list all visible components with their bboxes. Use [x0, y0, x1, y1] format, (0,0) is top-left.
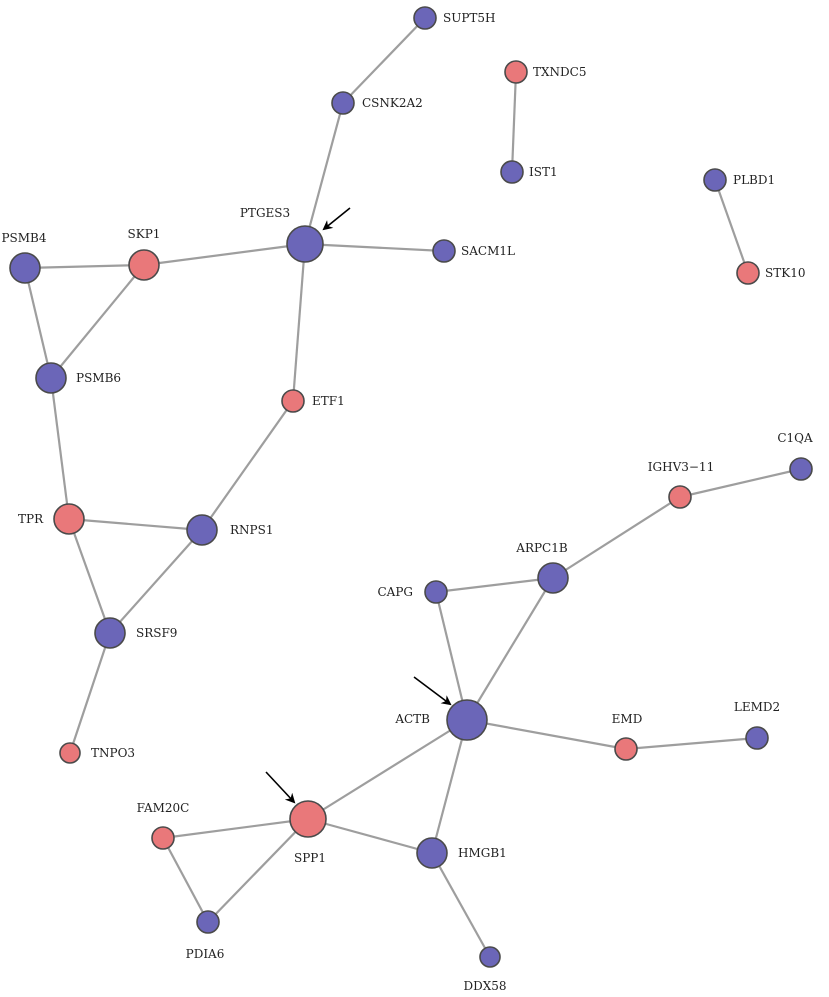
edge-actb-spp1	[307, 719, 468, 820]
node-label-actb: ACTB	[394, 712, 430, 726]
node-ist1[interactable]	[500, 160, 524, 184]
edge-spp1-pdia6	[207, 818, 309, 923]
node-etf1[interactable]	[281, 389, 305, 413]
node-psmb6[interactable]	[35, 362, 67, 394]
edge-psmb6-tpr	[49, 377, 71, 520]
node-label-skp1: SKP1	[128, 227, 161, 241]
node-ptges3[interactable]	[286, 225, 324, 263]
edge-srsf9-tnpo3	[68, 632, 112, 754]
node-stk10[interactable]	[736, 261, 760, 285]
node-tpr[interactable]	[53, 503, 85, 535]
arrows-layer	[265, 207, 452, 804]
arrow-spp1	[265, 771, 296, 804]
edge-skp1-psmb4	[24, 263, 145, 270]
nodes-layer	[9, 6, 813, 968]
edge-spp1-fam20c	[162, 817, 309, 840]
edge-actb-hmgb1	[430, 719, 469, 854]
node-label-ighv3-11: IGHV3−11	[648, 460, 714, 474]
edge-fam20c-pdia6	[162, 837, 209, 923]
node-label-pdia6: PDIA6	[186, 947, 225, 961]
node-label-capg: CAPG	[377, 585, 413, 599]
edge-capg-actb	[434, 591, 469, 721]
node-sacm1l[interactable]	[432, 239, 456, 263]
node-tnpo3[interactable]	[59, 742, 81, 764]
node-label-emd: EMD	[612, 712, 643, 726]
node-capg[interactable]	[424, 580, 448, 604]
node-spp1[interactable]	[289, 800, 327, 838]
node-label-arpc1b: ARPC1B	[515, 541, 568, 555]
node-plbd1[interactable]	[703, 168, 727, 192]
edge-ptges3-skp1	[143, 242, 306, 267]
edge-hmgb1-ddx58	[431, 852, 491, 958]
node-label-txndc5: TXNDC5	[533, 65, 586, 79]
edge-spp1-hmgb1	[307, 817, 433, 855]
edge-ptges3-sacm1l	[304, 242, 445, 253]
node-fam20c[interactable]	[151, 826, 175, 850]
arrow-ptges3	[322, 207, 351, 231]
arrow-actb	[413, 676, 452, 706]
node-label-lemd2: LEMD2	[734, 700, 780, 714]
node-label-psmb6: PSMB6	[76, 371, 121, 385]
node-ighv3-11[interactable]	[668, 485, 692, 509]
node-label-supt5h: SUPT5H	[443, 11, 496, 25]
edge-ptges3-etf1	[291, 243, 307, 402]
edges-layer	[23, 17, 802, 958]
node-label-psmb4: PSMB4	[1, 231, 46, 245]
node-label-hmgb1: HMGB1	[458, 846, 507, 860]
edge-actb-emd	[466, 718, 627, 751]
edge-ighv3-11-arpc1b	[552, 496, 681, 579]
node-label-plbd1: PLBD1	[733, 173, 775, 187]
node-label-ist1: IST1	[529, 165, 558, 179]
node-label-ptges3: PTGES3	[240, 206, 290, 220]
edge-arpc1b-capg	[435, 576, 554, 594]
node-label-tnpo3: TNPO3	[91, 746, 135, 760]
node-csnk2a2[interactable]	[331, 91, 355, 115]
node-label-spp1: SPP1	[294, 851, 326, 865]
edge-c1qa-ighv3-11	[679, 467, 802, 499]
node-lemd2[interactable]	[745, 726, 769, 750]
edge-csnk2a2-ptges3	[303, 102, 345, 245]
edge-arpc1b-actb	[466, 577, 554, 721]
node-label-rnps1: RNPS1	[230, 523, 273, 537]
node-txndc5[interactable]	[504, 60, 528, 84]
node-label-srsf9: SRSF9	[136, 626, 177, 640]
node-label-fam20c: FAM20C	[137, 801, 190, 815]
node-label-sacm1l: SACM1L	[461, 244, 515, 258]
node-hmgb1[interactable]	[416, 837, 448, 869]
node-rnps1[interactable]	[186, 514, 218, 546]
edge-txndc5-ist1	[510, 71, 518, 173]
node-srsf9[interactable]	[94, 617, 126, 649]
edge-supt5h-csnk2a2	[342, 17, 426, 104]
node-supt5h[interactable]	[413, 6, 437, 30]
node-label-etf1: ETF1	[312, 394, 345, 408]
node-c1qa[interactable]	[789, 457, 813, 481]
node-pdia6[interactable]	[196, 910, 220, 934]
edge-emd-lemd2	[625, 736, 758, 751]
node-psmb4[interactable]	[9, 252, 41, 284]
node-label-ddx58: DDX58	[463, 979, 506, 993]
labels-layer: SUPT5H TXNDC5CSNK2A2IST1PLBD1PTGES3SACM1L…	[1, 11, 813, 993]
edge-plbd1-stk10	[713, 179, 750, 274]
node-label-stk10: STK10	[765, 266, 805, 280]
node-skp1[interactable]	[128, 249, 160, 281]
node-arpc1b[interactable]	[537, 562, 569, 594]
node-actb[interactable]	[446, 699, 488, 741]
node-label-tpr: TPR	[18, 512, 44, 526]
edge-etf1-rnps1	[201, 400, 294, 531]
edge-rnps1-srsf9	[109, 529, 203, 634]
node-ddx58[interactable]	[479, 946, 501, 968]
node-label-csnk2a2: CSNK2A2	[362, 96, 423, 110]
edge-tpr-srsf9	[67, 518, 112, 634]
edge-psmb4-psmb6	[23, 267, 53, 379]
edge-tpr-rnps1	[68, 517, 203, 532]
node-label-c1qa: C1QA	[777, 431, 813, 445]
node-emd[interactable]	[614, 737, 638, 761]
edge-skp1-psmb6	[50, 264, 145, 379]
